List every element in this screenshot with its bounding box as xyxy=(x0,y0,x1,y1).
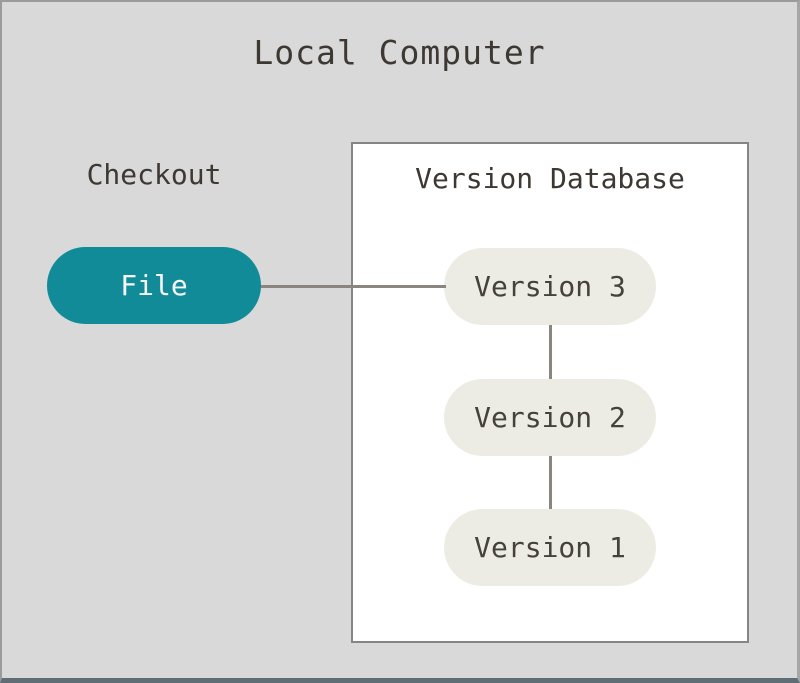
version-node-3: Version 3 xyxy=(444,248,656,325)
version-node-2: Version 2 xyxy=(444,379,656,456)
version-database-box: Version Database Version 3 Version 2 Ver… xyxy=(351,142,749,643)
version-database-label: Version Database xyxy=(415,162,685,195)
version-node-1: Version 1 xyxy=(444,509,656,586)
version3-to-version2-connector xyxy=(549,325,552,379)
file-to-version3-connector xyxy=(260,285,446,288)
file-node: File xyxy=(47,247,261,324)
diagram-title: Local Computer xyxy=(253,33,546,72)
checkout-label: Checkout xyxy=(86,158,222,191)
version2-to-version1-connector xyxy=(549,456,552,509)
